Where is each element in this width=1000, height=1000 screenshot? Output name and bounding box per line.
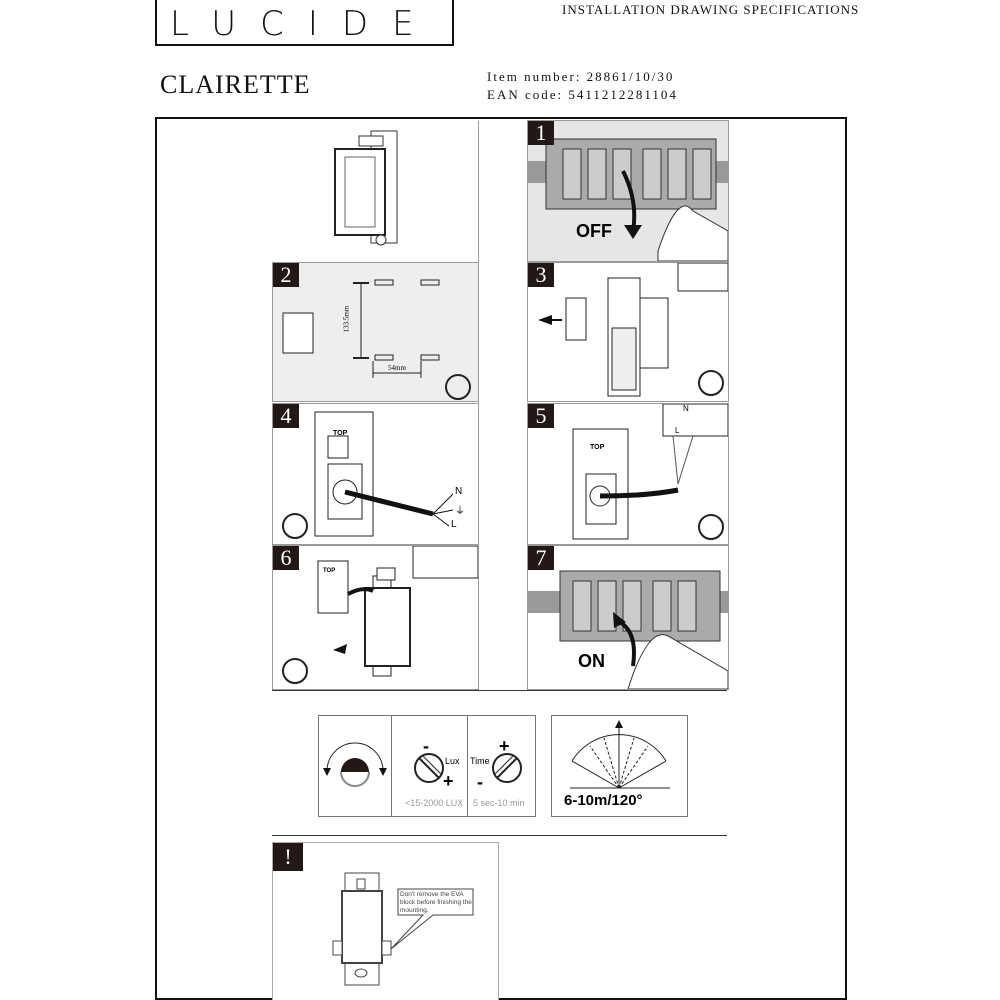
off-label: OFF [576, 221, 612, 241]
step-7-panel: 7 ON [527, 545, 729, 690]
lux-setting-cell: - Lux + <15-2000 LUX [391, 716, 468, 816]
drawing-frame [155, 117, 847, 1000]
time-range: 5 sec-10 min [473, 798, 525, 808]
step-number: 5 [528, 404, 554, 428]
brand-logo-text: LUCIDE [170, 4, 438, 44]
detection-range-panel: 6-10m/120° [551, 715, 688, 817]
time-setting-cell: + Time - 5 sec-10 min [467, 716, 535, 816]
wire-live: L [675, 426, 680, 435]
step-1-panel: 1 OFF [527, 120, 729, 262]
lux-range: <15-2000 LUX [405, 798, 464, 808]
lux-plus: + [443, 771, 454, 791]
top-label: TOP [323, 568, 336, 574]
product-codes: Item number: 28861/10/30 EAN code: 54112… [487, 68, 678, 104]
product-drawing [272, 120, 479, 262]
warning-panel: ! Don't remove the EVA block before fini… [272, 842, 499, 1000]
detection-range: 6-10m/120° [564, 792, 643, 809]
step-number: 4 [273, 404, 299, 428]
lux-minus: - [423, 736, 429, 756]
wire-live: L [451, 519, 457, 530]
step-number: 2 [273, 263, 299, 287]
step-2-panel: 2 133.5mm 54mm [272, 262, 479, 402]
warning-note: Don't remove the EVA block before finish… [400, 891, 472, 914]
wire-neutral: N [455, 486, 463, 497]
step-number: 1 [528, 121, 554, 145]
top-label: TOP [590, 444, 605, 451]
product-name: CLAIRETTE [160, 70, 311, 99]
step-5-panel: 5 TOP N L [527, 403, 729, 545]
time-label: Time [470, 756, 490, 766]
height-dimension: 133.5mm [342, 305, 351, 333]
ean-code: EAN code: 5411212281104 [487, 87, 678, 102]
document-title: INSTALLATION DRAWING SPECIFICATIONS [562, 2, 860, 17]
item-number: Item number: 28861/10/30 [487, 69, 675, 84]
step-4-panel: 4 TOP N ⏚ L [272, 403, 479, 545]
warning-icon: ! [273, 843, 303, 871]
step-6-panel: 6 TOP [272, 545, 479, 690]
step-3-panel: 3 [527, 262, 729, 402]
step-number: 6 [273, 546, 299, 570]
time-minus: - [477, 772, 483, 792]
sensor-settings-panel: - Lux + <15-2000 LUX + Time - 5 sec-10 m… [318, 715, 536, 817]
wire-earth: ⏚ [455, 506, 465, 517]
brand-logo [155, 0, 454, 46]
top-label: TOP [333, 430, 348, 437]
step-number: 3 [528, 263, 554, 287]
step-number: 7 [528, 546, 554, 570]
divider [272, 690, 727, 691]
lux-label: Lux [445, 756, 460, 766]
on-label: ON [578, 651, 605, 671]
sensor-rotation-cell [319, 716, 392, 816]
wire-neutral: N [683, 404, 689, 413]
time-plus: + [499, 736, 510, 756]
width-dimension: 54mm [388, 364, 406, 372]
divider [272, 835, 727, 836]
